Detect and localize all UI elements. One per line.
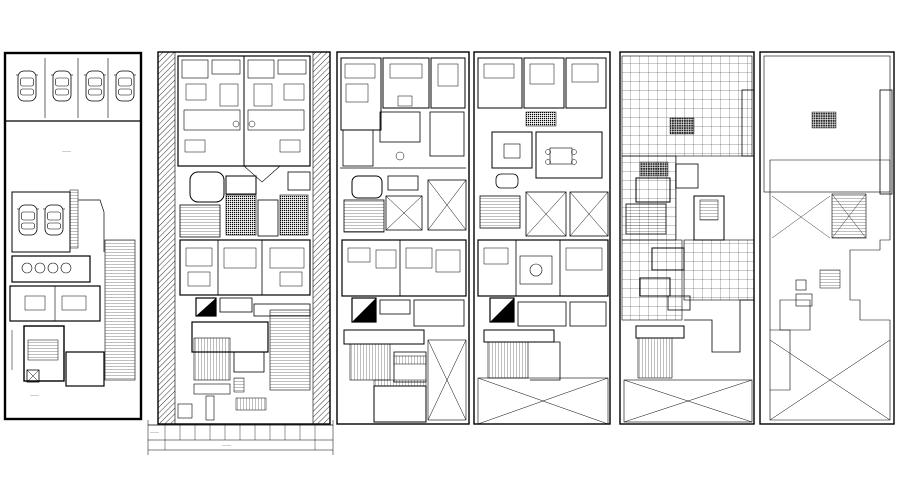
parking-bay-row [15, 58, 137, 118]
sheet-roof-plan [759, 51, 895, 425]
svg-text:———: ——— [150, 430, 159, 434]
sheet-first-floor [336, 51, 470, 425]
car-icon [50, 70, 74, 102]
svg-text:———: ——— [30, 393, 39, 397]
car-icon [16, 204, 40, 236]
car-icon [113, 70, 137, 102]
svg-text:———: ——— [222, 443, 231, 447]
sheet-basement-parking: ——— ——— [3, 51, 143, 421]
sheet-terrace-floor [619, 51, 755, 425]
car-icon [42, 204, 66, 236]
dimension-line: ——— ——— [147, 420, 334, 455]
car-icon [83, 70, 107, 102]
sheet-ground-floor: ——— ——— [147, 51, 334, 455]
svg-text:———: ——— [62, 149, 71, 153]
car-icon [15, 70, 39, 102]
sheet-second-floor [473, 51, 611, 425]
